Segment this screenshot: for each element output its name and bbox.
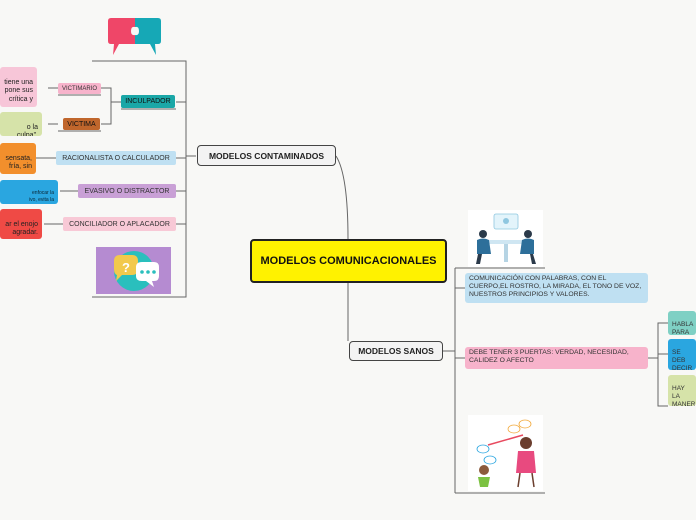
- door-truth-node[interactable]: HABLA PARA C: [668, 311, 696, 335]
- argument-illustration: [468, 415, 543, 491]
- victima-node[interactable]: VICTIMA: [63, 118, 100, 130]
- connector-root-contaminados: [335, 155, 349, 240]
- puzzle-speech-icon: [105, 17, 164, 58]
- inculpador-label: INCULPADOR: [125, 98, 171, 105]
- evasivo-node[interactable]: EVASIVO O DISTRACTOR: [78, 184, 176, 198]
- connector-trunk-bottom: [92, 156, 187, 298]
- conciliador-node[interactable]: CONCILIADOR O APLACADOR: [63, 217, 176, 231]
- meeting-illustration: [468, 210, 543, 267]
- conciliador-label: CONCILIADOR O APLACADOR: [69, 220, 170, 228]
- victimario-node[interactable]: VICTIMARIO: [58, 83, 101, 94]
- conciliador-description[interactable]: ar el enojo agradar.: [0, 209, 42, 239]
- racionalista-node[interactable]: RACIONALISTA O CALCULADOR: [56, 151, 176, 165]
- sanos-three-doors-note[interactable]: DEBE TENER 3 PUERTAS: VERDAD, NECESIDAD,…: [465, 347, 648, 369]
- door-warmth-node[interactable]: HAY LA MANER RESPET: [668, 375, 696, 406]
- victimario-label: VICTIMARIO: [61, 85, 97, 92]
- evasivo-label: EVASIVO O DISTRACTOR: [84, 187, 170, 195]
- victimario-description[interactable]: tiene una pone sus crítica y: [0, 67, 37, 107]
- inculpador-node[interactable]: INCULPADOR: [121, 95, 175, 108]
- modelos-contaminados-label: MODELOS CONTAMINADOS: [208, 150, 325, 161]
- chat-bubbles-icon: ?: [96, 247, 171, 294]
- victima-label: VICTIMA: [67, 120, 96, 128]
- svg-text:?: ?: [122, 260, 130, 275]
- victima-description[interactable]: o la culpa",: [0, 112, 42, 136]
- modelos-contaminados-node[interactable]: MODELOS CONTAMINADOS: [197, 145, 336, 166]
- connector-trunk-top: [92, 60, 196, 157]
- modelos-sanos-node[interactable]: MODELOS SANOS: [349, 341, 443, 361]
- sanos-communication-note[interactable]: COMUNICACIÓN CON PALABRAS, CON EL CUERPO…: [465, 273, 648, 303]
- racionalista-description[interactable]: sensata, fría, sin: [0, 143, 36, 174]
- racionalista-label: RACIONALISTA O CALCULADOR: [62, 154, 170, 162]
- root-title: MODELOS COMUNICACIONALES: [260, 254, 437, 267]
- modelos-sanos-label: MODELOS SANOS: [358, 346, 434, 356]
- door-necessity-node[interactable]: SE DEB DECIR PRUDE: [668, 339, 696, 370]
- evasivo-description[interactable]: enfocar la ivo, evita la: [0, 180, 58, 204]
- root-node[interactable]: MODELOS COMUNICACIONALES: [250, 239, 447, 283]
